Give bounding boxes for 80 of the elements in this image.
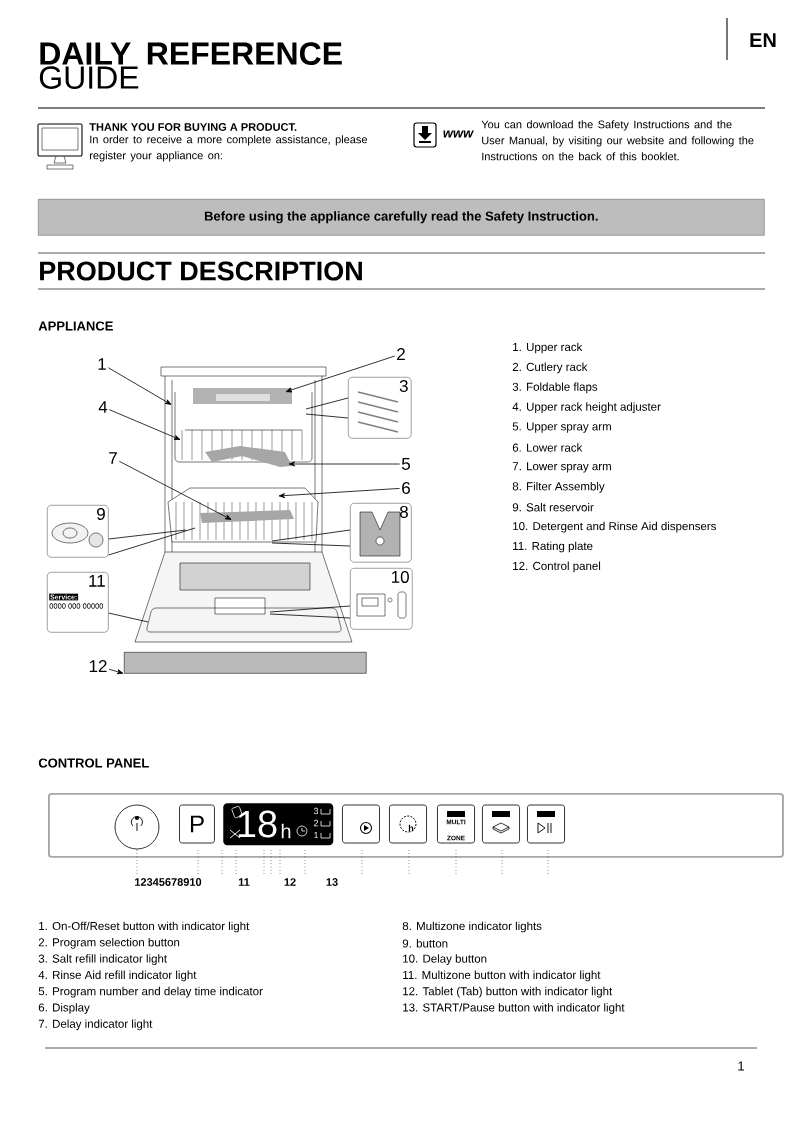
control-button bbox=[482, 804, 520, 844]
callout-number: 6 bbox=[402, 482, 410, 494]
section-heading: PRODUCT DESCRIPTION bbox=[40, 261, 362, 281]
leader-line bbox=[285, 355, 396, 393]
leader-line bbox=[305, 397, 349, 410]
control-panel-strip bbox=[124, 652, 367, 674]
list-item: 6. Lower rack bbox=[512, 443, 583, 452]
program-button: P bbox=[179, 804, 215, 844]
list-item: 4. Rinse Aid refill indicator light bbox=[38, 970, 197, 982]
control-button bbox=[527, 804, 565, 844]
list-item: 9. Salt reservoir bbox=[512, 502, 594, 512]
leader-line bbox=[108, 527, 196, 556]
leader-line bbox=[269, 605, 351, 613]
callout-number: 11 bbox=[238, 878, 250, 886]
callout-number: 13 bbox=[326, 878, 338, 886]
inset-box: 8 bbox=[350, 503, 412, 563]
intro-heading: THANK YOU FOR BUYING A PRODUCT. bbox=[89, 123, 297, 131]
list-item: 4. Upper rack height adjuster bbox=[512, 402, 661, 414]
display-digits: 18 bbox=[238, 810, 277, 838]
leader-line bbox=[278, 488, 401, 499]
leader-line bbox=[118, 460, 232, 520]
list-item: 12. Control panel bbox=[513, 561, 601, 573]
download-text: You can download the Safety Instructions and the User Manual, by visiting our website and following the Instructions on the back of this booklet. bbox=[481, 120, 754, 161]
leader-line bbox=[107, 367, 172, 405]
callout-number: 2 bbox=[397, 348, 405, 360]
leader-line bbox=[269, 613, 351, 619]
page-number: 1 bbox=[738, 1061, 744, 1071]
rack-number: 2 bbox=[313, 819, 319, 827]
control-panel bbox=[48, 793, 784, 858]
leader-line bbox=[288, 461, 401, 467]
control-button bbox=[114, 804, 160, 850]
display-digits: h bbox=[281, 823, 291, 839]
leader-line bbox=[108, 612, 149, 623]
list-item: 5. Program number and delay time indicator bbox=[38, 986, 263, 998]
control-button bbox=[342, 804, 380, 844]
list-item: 8. Multizone indicator lights bbox=[402, 921, 542, 933]
list-item: 10. Delay button bbox=[403, 954, 487, 965]
rack-number: 3 bbox=[313, 807, 319, 815]
callout-number: 12 bbox=[284, 878, 296, 886]
list-item: 6. Display bbox=[38, 1003, 90, 1014]
inset-box: 3 bbox=[348, 377, 412, 439]
leader-line bbox=[305, 413, 349, 419]
notice-banner: Before using the appliance carefully read the Safety Instruction. bbox=[38, 199, 765, 236]
list-item: 9. button bbox=[402, 939, 448, 948]
language-code: EN bbox=[750, 33, 776, 47]
web-label: www bbox=[443, 130, 474, 138]
list-item: 12. Tablet (Tab) button with indicator light bbox=[403, 986, 613, 998]
list-item: 11. Multizone button with indicator light bbox=[403, 970, 601, 982]
callout-number: 1 bbox=[98, 358, 106, 370]
list-item: 13. START/Pause button with indicator light bbox=[403, 1003, 625, 1014]
leader-line bbox=[271, 542, 351, 547]
intro-text: In order to receive a more complete assistance, please register your appliance on: bbox=[90, 135, 367, 162]
list-item: 2. Program selection button bbox=[38, 937, 180, 949]
list-item: 7. Lower spray arm bbox=[512, 462, 611, 473]
list-item: 8. Filter Assembly bbox=[512, 481, 605, 493]
list-item: 2. Cutlery rack bbox=[512, 362, 588, 374]
callout-number: 4 bbox=[98, 401, 108, 413]
leader-line bbox=[108, 668, 124, 675]
subsection-heading: APPLIANCE bbox=[38, 321, 113, 331]
button-label: h bbox=[408, 824, 414, 832]
list-item: 10. Detergent and Rinse Aid dispensers bbox=[513, 521, 717, 533]
leader-line bbox=[108, 529, 187, 540]
rack-number: 1 bbox=[314, 831, 319, 839]
leader-line bbox=[271, 529, 351, 542]
subsection-heading: CONTROL PANEL bbox=[38, 758, 149, 768]
list-item: 3. Salt refill indicator light bbox=[38, 954, 167, 965]
callout-number: 7 bbox=[109, 452, 117, 464]
callout-number: 12345678910 bbox=[135, 878, 202, 886]
leader-line bbox=[108, 409, 181, 440]
list-item: 11. Rating plate bbox=[513, 541, 593, 553]
list-item: 7. Delay indicator light bbox=[38, 1019, 153, 1031]
list-item: 1. On-Off/Reset button with indicator light bbox=[39, 921, 250, 933]
list-item: 1. Upper rack bbox=[513, 342, 583, 354]
callout-number: 12 bbox=[89, 660, 107, 672]
list-item: 3. Foldable flaps bbox=[512, 382, 598, 394]
callout-number: 5 bbox=[401, 458, 410, 470]
list-item: 5. Upper spray arm bbox=[512, 422, 611, 433]
inset-box: 9 bbox=[47, 505, 109, 558]
inset-box: 10 bbox=[350, 568, 413, 630]
title: DAILY REFERENCE GUIDE bbox=[39, 42, 342, 89]
